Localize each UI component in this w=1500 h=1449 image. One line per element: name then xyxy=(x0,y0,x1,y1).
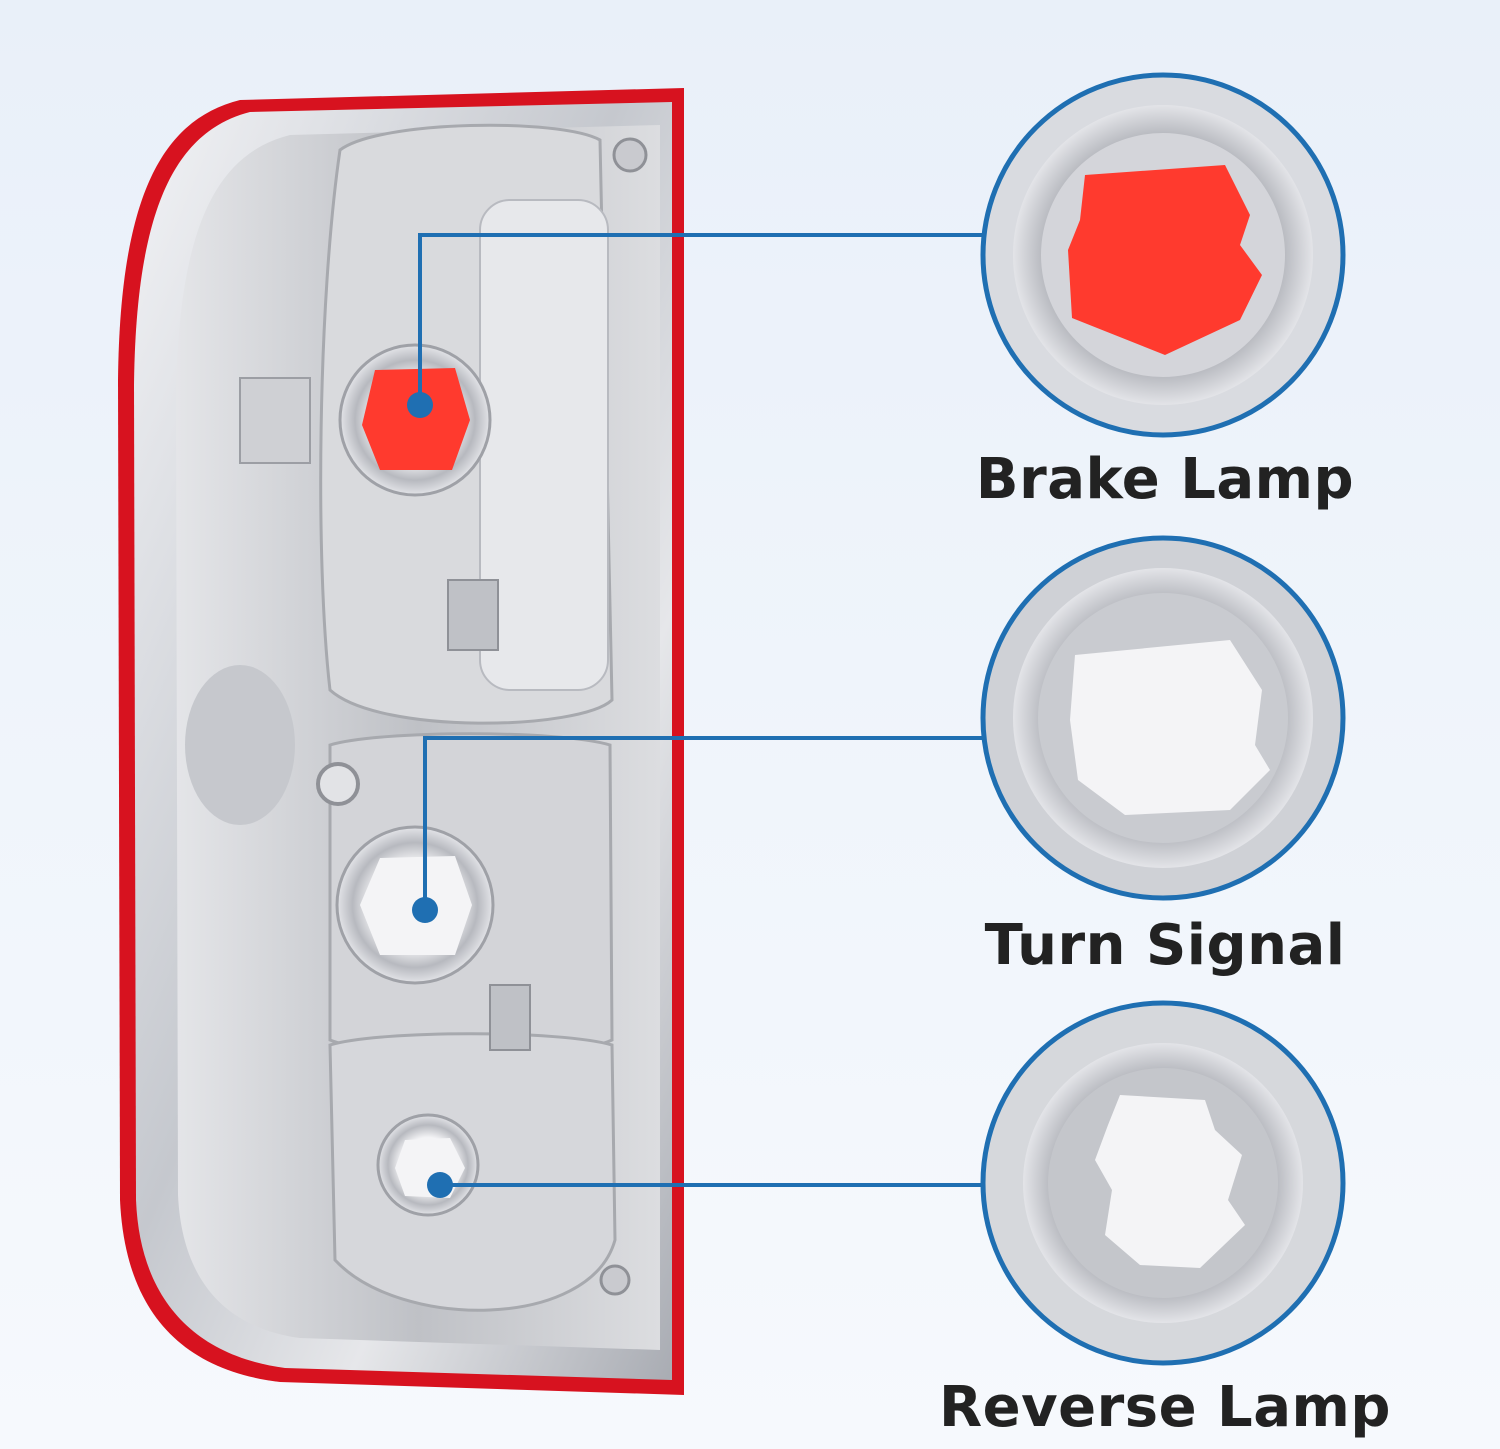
mounting-stud-bottom xyxy=(599,1264,631,1296)
brake-leader xyxy=(407,233,985,418)
reverse-zoom-socket xyxy=(1095,1095,1245,1268)
reverse-lamp-label: Reverse Lamp xyxy=(939,1375,1391,1440)
tail-light-housing xyxy=(118,88,684,1395)
connector-socket xyxy=(447,579,499,651)
brake-zoom-socket xyxy=(1068,165,1262,355)
turn-leader xyxy=(412,736,985,923)
brake-socket-hole xyxy=(362,368,470,470)
brake-lamp-label: Brake Lamp xyxy=(975,447,1355,512)
mounting-stud-top xyxy=(612,137,648,173)
reverse-leader xyxy=(427,1172,985,1198)
mounting-stud-mid xyxy=(316,762,360,806)
housing-boss xyxy=(185,665,295,825)
reverse-zoom-circle xyxy=(980,1000,1346,1366)
connector-socket-lower xyxy=(489,984,531,1051)
turn-zoom-socket xyxy=(1070,640,1270,815)
turn-zoom-circle xyxy=(980,535,1346,901)
brake-zoom-circle xyxy=(980,72,1346,438)
brake-lens-panel xyxy=(479,199,609,691)
turn-signal-label: Turn Signal xyxy=(984,913,1346,978)
connector-tab xyxy=(239,377,311,464)
